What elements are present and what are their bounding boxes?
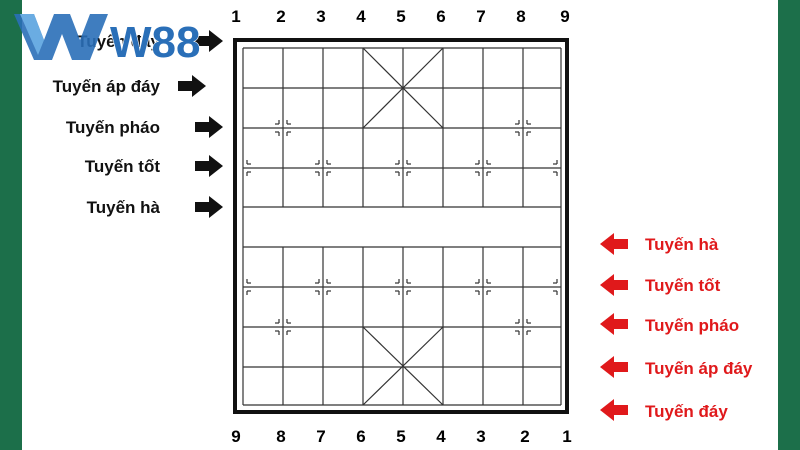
- left-line-label: Tuyến tốt: [85, 157, 161, 176]
- arrow-right-icon: [178, 75, 206, 97]
- point-marker: [475, 279, 491, 295]
- brand-logo: W88: [14, 14, 201, 68]
- top-number: 7: [476, 7, 485, 26]
- point-marker: [275, 319, 291, 335]
- point-marker: [515, 120, 531, 136]
- palace-diagonal: [362, 47, 444, 129]
- left-line-label: Tuyến pháo: [66, 118, 160, 137]
- point-marker: [553, 160, 558, 176]
- arrow-left-icon: [600, 399, 628, 421]
- top-file-numbers: 1 2 3 4 5 6 7 8 9: [231, 7, 569, 26]
- bottom-number: 2: [520, 427, 529, 446]
- point-marker: [553, 279, 558, 295]
- right-line-label: Tuyến áp đáy: [645, 359, 753, 378]
- top-number: 4: [356, 7, 366, 26]
- bottom-number: 3: [476, 427, 485, 446]
- top-number: 6: [436, 7, 445, 26]
- right-labels: Tuyến hà Tuyến tốt Tuyến pháo Tuyến áp đ…: [600, 233, 753, 421]
- board-border: [233, 38, 569, 414]
- arrow-left-icon: [600, 274, 628, 296]
- right-line-label: Tuyến pháo: [645, 316, 739, 335]
- bottom-number: 1: [562, 427, 571, 446]
- point-marker: [515, 319, 531, 335]
- right-line-label: Tuyến hà: [645, 235, 719, 254]
- top-number: 5: [396, 7, 405, 26]
- arrow-right-icon: [195, 30, 223, 52]
- top-number: 1: [231, 7, 240, 26]
- bottom-number: 4: [436, 427, 446, 446]
- diagram-frame: [22, 0, 778, 450]
- top-number: 3: [316, 7, 325, 26]
- top-number: 8: [516, 7, 525, 26]
- point-marker: [275, 120, 291, 136]
- point-marker: [246, 160, 251, 176]
- point-marker: [395, 160, 411, 176]
- palace-diagonal: [362, 326, 444, 406]
- right-line-label: Tuyến đáy: [645, 402, 728, 421]
- top-number: 2: [276, 7, 285, 26]
- arrow-right-icon: [195, 155, 223, 177]
- right-line-label: Tuyến tốt: [645, 276, 721, 295]
- left-line-label: Tuyến áp đáy: [53, 77, 161, 96]
- logo-w-shade-icon: [20, 14, 44, 55]
- point-marker: [475, 160, 491, 176]
- board-grid: [242, 47, 562, 406]
- arrow-left-icon: [600, 313, 628, 335]
- arrow-left-icon: [600, 233, 628, 255]
- bottom-number: 7: [316, 427, 325, 446]
- left-labels: Tuyến đáy Tuyến áp đáy Tuyến pháo Tuyến …: [53, 30, 223, 218]
- point-marker: [315, 160, 331, 176]
- point-marker: [395, 279, 411, 295]
- palace-diagonals: [362, 47, 444, 406]
- top-number: 9: [560, 7, 569, 26]
- bottom-file-numbers: 9 8 7 6 5 4 3 2 1: [231, 427, 571, 446]
- point-marker: [246, 279, 251, 295]
- position-markers: [246, 120, 558, 335]
- left-line-label: Tuyến hà: [87, 198, 161, 217]
- arrow-left-icon: [600, 356, 628, 378]
- bottom-number: 8: [276, 427, 285, 446]
- bottom-number: 6: [356, 427, 365, 446]
- point-marker: [315, 279, 331, 295]
- logo-text: W88: [110, 18, 200, 67]
- arrow-right-icon: [195, 116, 223, 138]
- bottom-number: 5: [396, 427, 405, 446]
- arrow-right-icon: [195, 196, 223, 218]
- bottom-number: 9: [231, 427, 240, 446]
